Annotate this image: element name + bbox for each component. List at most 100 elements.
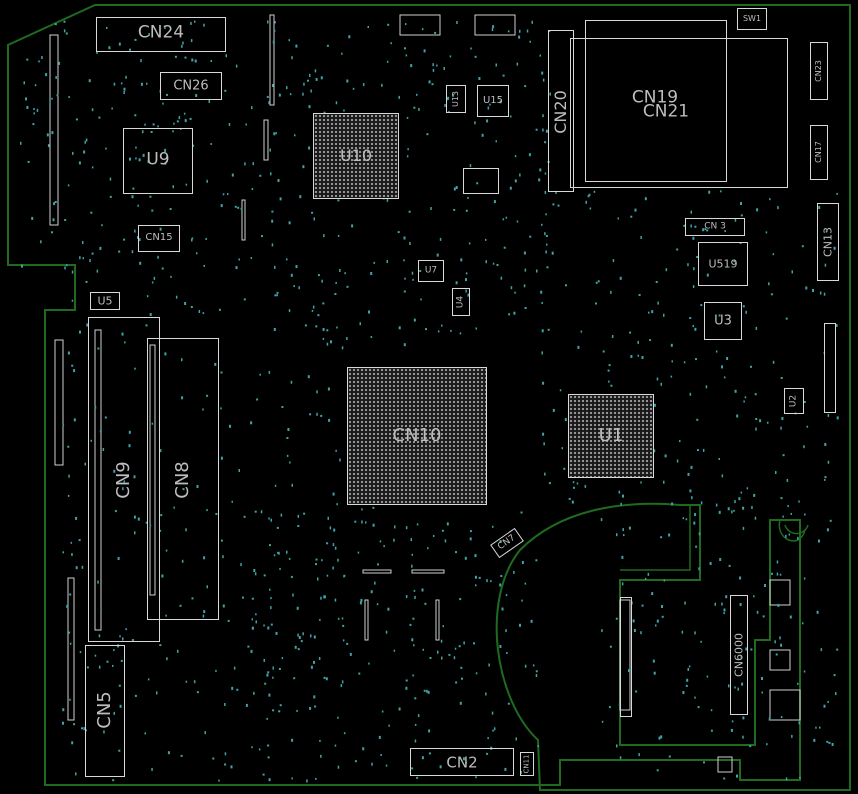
- smd-pad: [824, 476, 827, 479]
- smd-pad: [427, 690, 430, 694]
- smd-pad: [334, 744, 337, 747]
- smd-pad: [787, 505, 789, 508]
- smd-pad: [585, 200, 587, 204]
- smd-pad: [777, 603, 780, 607]
- smd-pad: [469, 530, 472, 533]
- smd-pad: [649, 339, 652, 342]
- smd-pad: [329, 526, 332, 530]
- smd-pad: [147, 160, 149, 164]
- smd-pad: [368, 310, 370, 314]
- cn2-outline: [410, 748, 514, 776]
- smd-pad: [703, 761, 705, 764]
- smd-pad: [663, 313, 665, 317]
- smd-pad: [84, 140, 86, 144]
- smd-pad: [290, 575, 293, 578]
- smd-pad: [90, 439, 92, 442]
- smd-pad: [206, 394, 209, 397]
- smd-pad: [85, 138, 88, 142]
- smd-pad: [656, 377, 659, 381]
- smd-pad: [172, 185, 174, 189]
- smd-pad: [71, 364, 74, 367]
- smd-pad: [135, 157, 137, 160]
- smd-pad: [485, 238, 487, 241]
- smd-pad: [628, 526, 631, 530]
- smd-pad: [775, 471, 777, 474]
- smd-pad: [346, 337, 348, 340]
- smd-pad: [521, 599, 523, 602]
- smd-pad: [157, 255, 159, 259]
- smd-pad: [259, 373, 261, 376]
- smd-pad: [194, 59, 197, 63]
- cn21-outline: [570, 38, 788, 188]
- smd-pad: [746, 487, 749, 490]
- smd-pad: [91, 252, 94, 255]
- smd-pad: [326, 574, 329, 577]
- smd-pad: [728, 564, 731, 567]
- smd-pad: [320, 414, 323, 417]
- smd-pad: [473, 642, 475, 645]
- smd-pad: [51, 231, 53, 234]
- smd-pad: [323, 234, 325, 238]
- smd-pad: [311, 211, 314, 214]
- smd-pad: [377, 563, 379, 566]
- smd-pad: [412, 674, 414, 677]
- smd-pad: [608, 364, 611, 367]
- smd-pad: [405, 686, 408, 690]
- smd-pad: [390, 42, 392, 45]
- smd-pad: [641, 356, 644, 359]
- u3-outline: [704, 302, 742, 340]
- smd-pad: [709, 562, 712, 565]
- smd-pad: [198, 310, 201, 313]
- smd-pad: [741, 682, 744, 686]
- smd-pad: [595, 281, 598, 284]
- smd-pad: [165, 614, 167, 617]
- smd-pad: [801, 245, 804, 248]
- smd-pad: [524, 307, 527, 309]
- smd-pad: [660, 735, 663, 739]
- smd-pad: [71, 270, 74, 274]
- smd-pad: [220, 456, 223, 460]
- smd-pad: [250, 649, 253, 653]
- smd-pad: [398, 95, 400, 99]
- smd-pad: [441, 529, 444, 532]
- smd-pad: [192, 144, 195, 147]
- smd-pad: [63, 20, 66, 23]
- smd-pad: [214, 362, 217, 366]
- smd-pad: [640, 236, 642, 239]
- smd-pad: [97, 347, 100, 350]
- smd-pad: [32, 123, 35, 126]
- smd-pad: [273, 29, 276, 32]
- smd-pad: [535, 670, 538, 673]
- smd-pad: [459, 332, 462, 335]
- smd-pad: [341, 680, 344, 684]
- smd-pad: [303, 82, 305, 86]
- smd-pad: [761, 691, 763, 694]
- smd-pad: [616, 533, 618, 537]
- smd-pad: [218, 308, 221, 311]
- smd-pad: [67, 184, 70, 187]
- smd-pad: [180, 754, 183, 757]
- silk-strip: [474, 14, 516, 36]
- smd-pad: [243, 298, 246, 301]
- smd-pad: [689, 489, 692, 493]
- smd-pad: [229, 424, 231, 428]
- smd-pad: [412, 278, 414, 281]
- smd-pad: [102, 448, 105, 451]
- smd-pad: [303, 512, 306, 515]
- smd-pad: [835, 324, 838, 327]
- smd-pad: [432, 535, 435, 537]
- smd-pad: [488, 663, 490, 667]
- smd-pad: [428, 729, 431, 733]
- smd-pad: [394, 525, 396, 529]
- smd-pad: [413, 318, 416, 322]
- smd-pad: [120, 659, 123, 662]
- smd-pad: [588, 193, 591, 196]
- smd-pad: [224, 752, 227, 756]
- smd-pad: [475, 327, 477, 330]
- silk-strip: [49, 34, 59, 226]
- smd-pad: [67, 445, 70, 448]
- smd-pad: [492, 262, 495, 265]
- smd-pad: [459, 701, 462, 705]
- smd-pad: [320, 754, 322, 758]
- smd-pad: [320, 76, 323, 80]
